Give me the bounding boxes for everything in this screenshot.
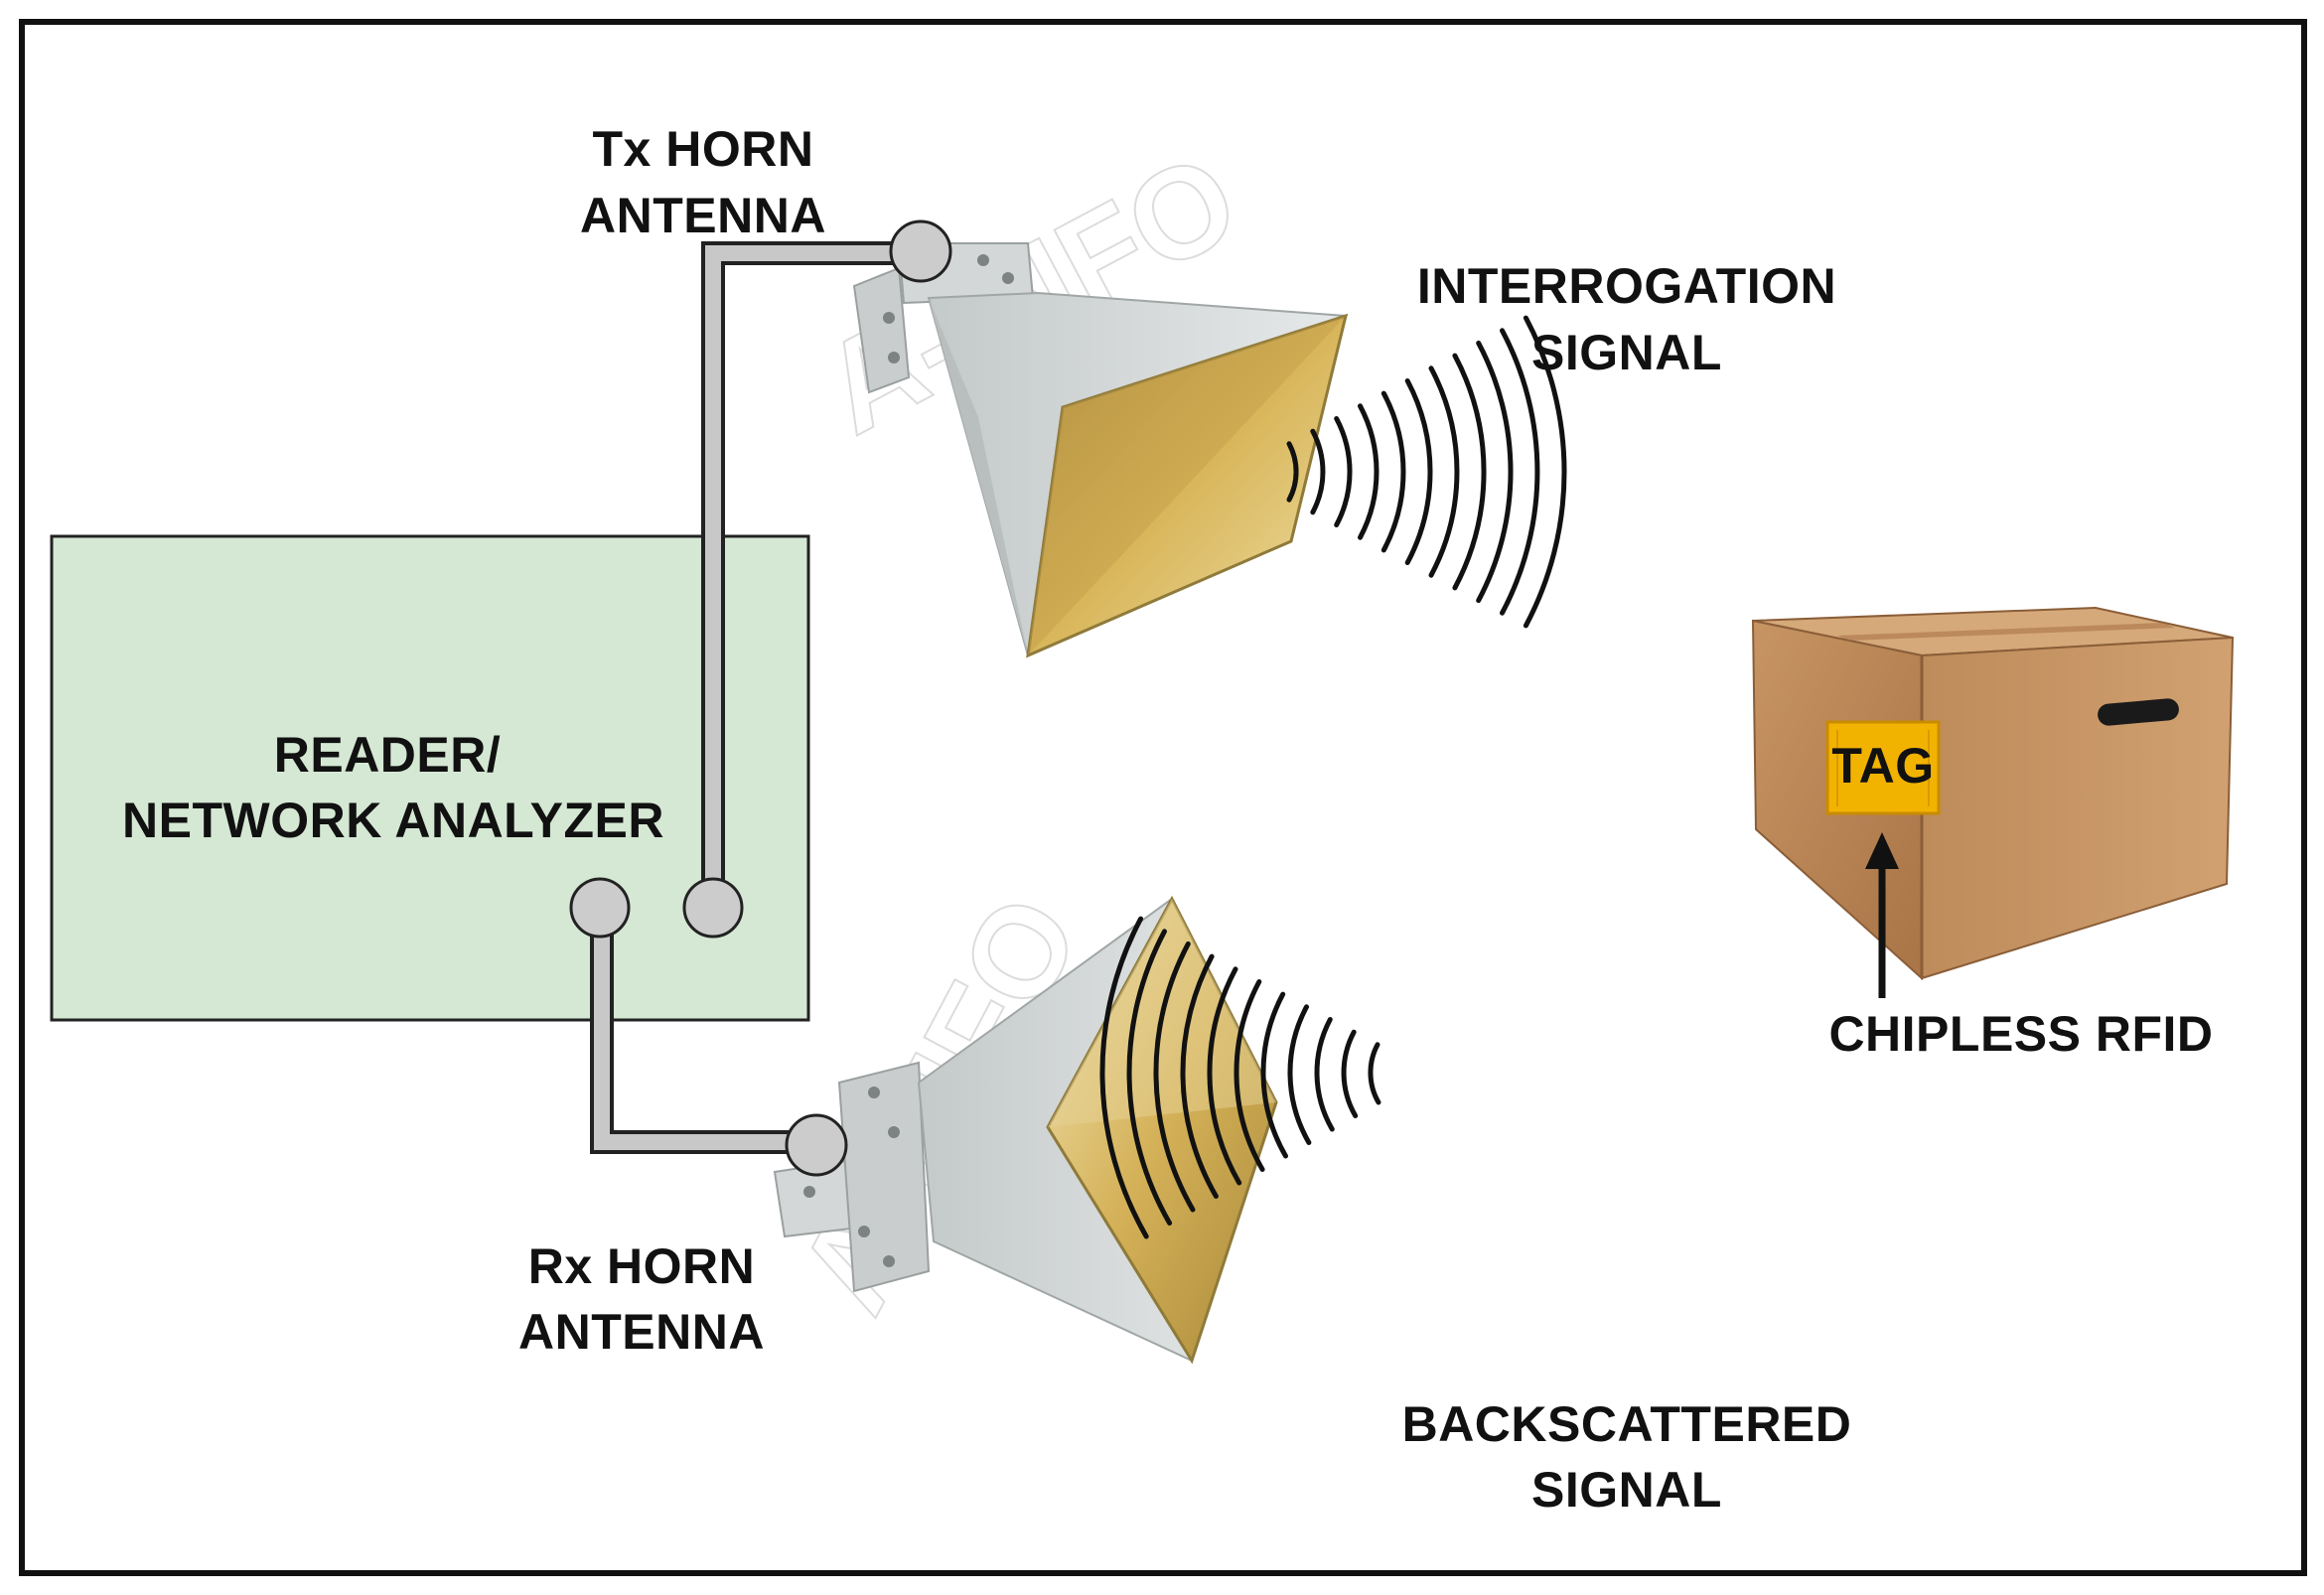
interrogation-wave-1 [1286, 441, 1299, 503]
interrogation-label-line2: SIGNAL [1531, 325, 1722, 380]
interrogation-wave-5 [1380, 390, 1406, 553]
tx-antenna-label-line2: ANTENNA [580, 188, 826, 243]
backscatter-wave-5 [1260, 991, 1288, 1159]
backscatter-wave-10 [1126, 929, 1173, 1226]
backscatter-wave-11 [1099, 916, 1149, 1239]
rx-antenna-label-line2: ANTENNA [518, 1304, 765, 1360]
interrogation-wave-2 [1310, 428, 1326, 515]
reader-label-line1: READER/ [274, 727, 502, 783]
backscatter-wave-4 [1287, 1004, 1312, 1145]
tag-arrow [1865, 832, 1899, 998]
backscatter-wave-6 [1234, 979, 1265, 1172]
interrogation-wave-6 [1404, 378, 1433, 565]
chipless-rfid-label: CHIPLESS RFID [1828, 1006, 2213, 1062]
interrogation-wave-7 [1428, 365, 1460, 578]
backscatter-wave-3 [1314, 1017, 1335, 1132]
rx-antenna-label-line1: Rx HORN [528, 1238, 756, 1294]
tx-port [682, 877, 744, 939]
backscattered-label-line2: SIGNAL [1531, 1462, 1722, 1518]
rfid-tag [1825, 720, 1941, 815]
interrogation-wave-11 [1523, 315, 1567, 629]
rx-cable [590, 909, 814, 1154]
interrogation-wave-10 [1500, 328, 1540, 616]
tx-horn-antenna [852, 242, 1349, 658]
rx-port [569, 877, 631, 939]
interrogation-wave-9 [1476, 340, 1514, 604]
interrogation-signal-waves [1286, 315, 1567, 629]
reader-label-line2: NETWORK ANALYZER [122, 793, 664, 848]
interrogation-wave-4 [1358, 403, 1380, 540]
backscatter-wave-7 [1207, 966, 1242, 1186]
tag-label: TAG [1831, 738, 1934, 794]
backscattered-signal-waves [1099, 916, 1381, 1239]
box-handle-hole [2098, 698, 2179, 726]
backscatter-wave-2 [1341, 1029, 1359, 1118]
backscatter-wave-9 [1153, 941, 1196, 1213]
tx-antenna-label-line1: Tx HORN [593, 121, 814, 177]
backscatter-wave-8 [1180, 953, 1219, 1199]
tx-cable [701, 241, 919, 906]
interrogation-label-line1: INTERROGATION [1417, 258, 1836, 314]
interrogation-wave-8 [1452, 353, 1487, 591]
backscatter-wave-1 [1368, 1042, 1381, 1105]
rx-horn-port [785, 1113, 848, 1177]
interrogation-wave-3 [1334, 416, 1353, 527]
reader-box [50, 534, 810, 1022]
tx-horn-port [889, 219, 952, 283]
backscattered-label-line1: BACKSCATTERED [1402, 1396, 1852, 1452]
